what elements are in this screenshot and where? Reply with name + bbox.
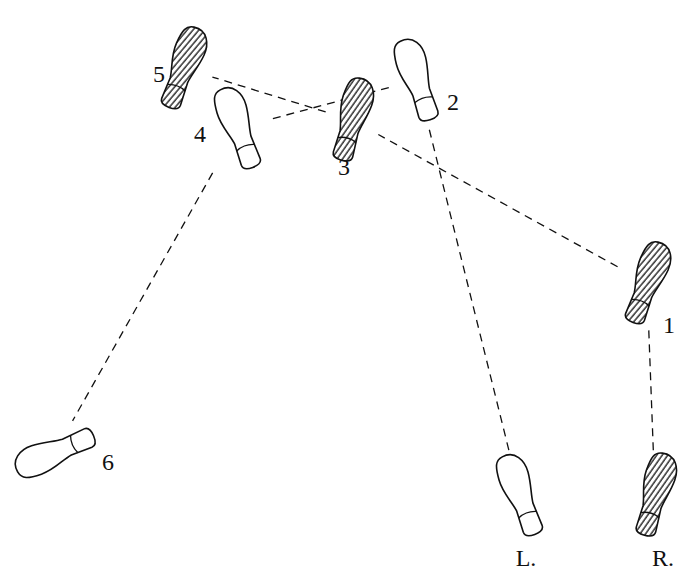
step-number: 4	[194, 122, 206, 146]
heel-line	[518, 510, 537, 518]
footprint-outline	[629, 450, 680, 539]
step-number: 5	[153, 62, 165, 86]
footprint: 5	[154, 23, 213, 113]
footprint: 4	[209, 83, 268, 173]
footprint: 2	[389, 35, 445, 125]
footprint-outline	[209, 83, 268, 173]
footprint-outline	[491, 450, 550, 540]
step-number: 1	[663, 313, 675, 337]
step-number: L.	[516, 546, 537, 570]
heel-line	[640, 511, 659, 518]
step-path	[73, 173, 213, 421]
heel-line	[337, 136, 356, 143]
heel-line	[414, 95, 433, 103]
shoe-sole	[491, 450, 548, 539]
step-path	[649, 328, 654, 450]
step-path	[378, 135, 617, 267]
step-number: 3	[338, 155, 350, 179]
footprint-outline	[326, 75, 379, 164]
heel-line	[69, 435, 78, 453]
step-number: 2	[447, 90, 459, 114]
heel-line	[167, 83, 186, 91]
step-path	[428, 125, 509, 450]
step-number: 6	[102, 450, 114, 474]
shoe-sole	[390, 35, 445, 124]
footprint: L.	[491, 450, 550, 540]
footprint: 3	[326, 75, 379, 164]
shoe-sole	[209, 83, 266, 172]
footprint-outline	[10, 421, 100, 483]
footprint: 1	[618, 238, 677, 328]
heel-line	[631, 298, 650, 306]
footprint: 6	[10, 421, 100, 483]
shoe-sole	[327, 75, 378, 164]
heel-line	[236, 143, 255, 151]
footprint-outline	[389, 35, 445, 125]
footprint: R.	[629, 450, 680, 539]
shoe-sole	[630, 450, 680, 539]
step-number: R.	[652, 546, 674, 570]
shoe-sole	[10, 422, 99, 483]
